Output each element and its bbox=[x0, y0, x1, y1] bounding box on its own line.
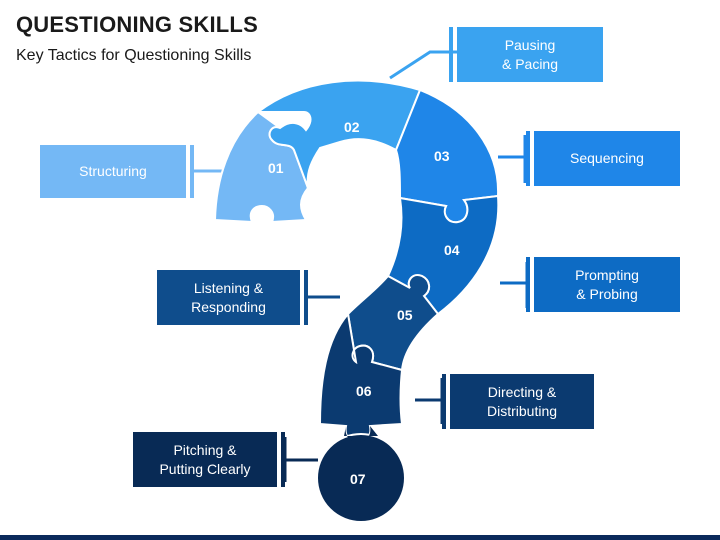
label-box-structuring: Structuring bbox=[40, 145, 194, 198]
connector-05 bbox=[304, 273, 340, 320]
label-box-marker bbox=[449, 27, 453, 82]
connector-03 bbox=[498, 135, 528, 183]
piece-number-04: 04 bbox=[444, 242, 460, 258]
label-box-marker bbox=[190, 145, 194, 198]
label-pitching-putting-clearly: Pitching & Putting Clearly bbox=[159, 441, 251, 477]
puzzle-piece-02 bbox=[255, 79, 422, 189]
label-structuring: Structuring bbox=[79, 163, 147, 179]
label-box-prompting-probing: Prompting & Probing bbox=[526, 257, 680, 312]
footer-bar bbox=[0, 535, 720, 540]
piece-number-05: 05 bbox=[397, 307, 413, 323]
label-box-marker bbox=[304, 270, 308, 325]
connector-02 bbox=[389, 50, 457, 80]
label-box-listening-responding: Listening & Responding bbox=[157, 270, 308, 325]
piece-number-02: 02 bbox=[344, 119, 360, 135]
piece-number-01: 01 bbox=[268, 160, 284, 176]
label-box-marker bbox=[526, 131, 530, 186]
label-box-marker bbox=[442, 374, 446, 429]
label-listening-responding: Listening & Responding bbox=[191, 279, 266, 315]
label-box-marker bbox=[526, 257, 530, 312]
label-box-pausing-pacing: Pausing & Pacing bbox=[449, 27, 603, 82]
connector-07 bbox=[283, 437, 318, 482]
label-sequencing: Sequencing bbox=[570, 150, 644, 166]
label-prompting-probing: Prompting & Probing bbox=[575, 266, 639, 302]
piece-number-07: 07 bbox=[350, 471, 366, 487]
page-title: QUESTIONING SKILLS bbox=[16, 12, 258, 37]
label-box-sequencing: Sequencing bbox=[526, 131, 680, 186]
page-subtitle: Key Tactics for Questioning Skills bbox=[16, 47, 252, 64]
label-box-marker bbox=[281, 432, 285, 487]
label-box-directing-distributing: Directing & Distributing bbox=[442, 374, 594, 429]
connector-06 bbox=[415, 378, 445, 424]
label-directing-distributing: Directing & Distributing bbox=[486, 383, 558, 419]
piece-number-03: 03 bbox=[434, 148, 450, 164]
puzzle-piece-07 bbox=[316, 433, 406, 523]
label-pausing-pacing: Pausing & Pacing bbox=[501, 36, 559, 72]
puzzle-piece-07-tab bbox=[344, 426, 378, 442]
label-box-pitching-putting-clearly: Pitching & Putting Clearly bbox=[133, 432, 285, 487]
piece-number-06: 06 bbox=[356, 383, 372, 399]
